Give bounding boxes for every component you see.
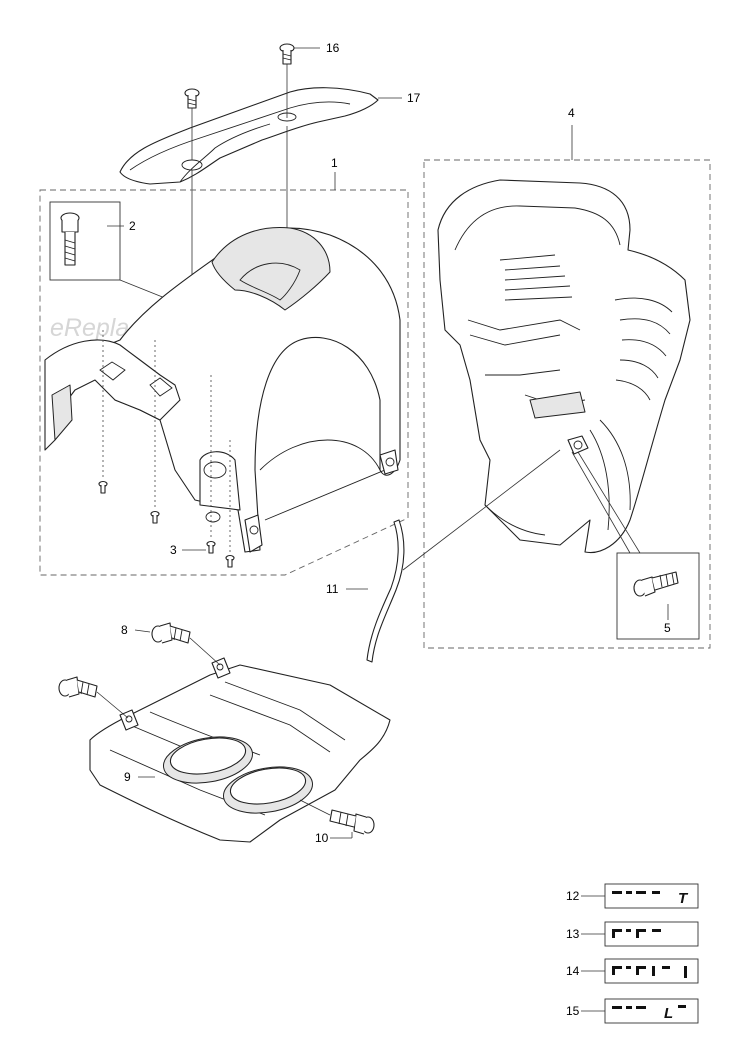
decal-12: 12 T — [566, 883, 699, 909]
decal-12-text: T — [678, 890, 689, 907]
callout-14: 14 — [566, 964, 580, 978]
callout-17: 17 — [407, 91, 421, 105]
screw-3d — [225, 554, 235, 568]
callout-2: 2 — [129, 219, 136, 233]
screw-3c — [206, 540, 216, 554]
callout-10: 10 — [315, 831, 329, 845]
callout-12: 12 — [566, 889, 580, 903]
bolt-8a — [151, 622, 191, 644]
callout-1: 1 — [331, 156, 338, 170]
decal-14: 14 — [566, 958, 699, 984]
callout-15: 15 — [566, 1004, 580, 1018]
callout-5: 5 — [664, 621, 671, 635]
part-4-outline — [423, 159, 711, 649]
bolt-2 — [60, 212, 80, 266]
cylinder-cover — [44, 226, 401, 553]
screw-16 — [279, 43, 295, 65]
callout-11: 11 — [326, 582, 339, 596]
part-2-inset-box — [49, 201, 121, 281]
callout-3: 3 — [170, 543, 177, 557]
part-5-inset-box — [616, 552, 700, 640]
top-cover-plate — [119, 87, 379, 185]
callout-8: 8 — [121, 623, 128, 637]
bolt-8b — [58, 676, 98, 698]
decal-15-text: L — [664, 1005, 673, 1022]
screw-3b — [150, 510, 160, 524]
bolt-10 — [329, 809, 375, 835]
callout-9: 9 — [124, 770, 131, 784]
decal-15: 15 L — [566, 998, 699, 1024]
screw-16b — [184, 88, 200, 109]
skid-plate — [89, 657, 391, 843]
rubber-strip — [366, 519, 405, 663]
engine-shroud — [437, 179, 691, 554]
part-1-outline — [39, 189, 409, 576]
decal-13: 13 — [566, 921, 699, 947]
callout-13: 13 — [566, 927, 580, 941]
callout-16: 16 — [326, 41, 340, 55]
screw-3a — [98, 480, 108, 494]
callout-4: 4 — [568, 106, 575, 120]
bolt-5 — [633, 571, 679, 597]
